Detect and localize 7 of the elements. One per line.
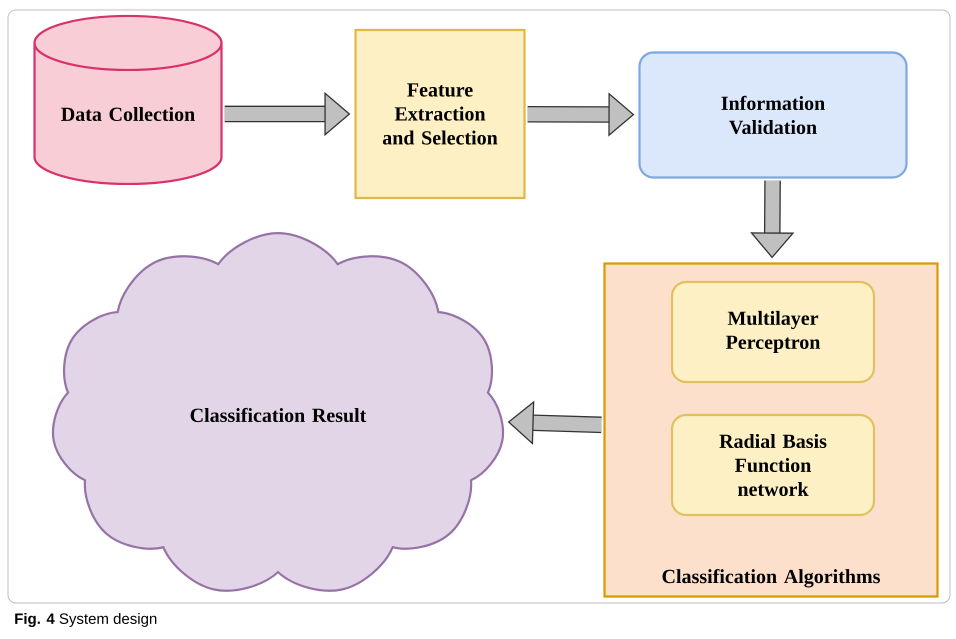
process-box: Feature Extraction and Selection <box>354 28 526 200</box>
process-box: Information Validation <box>638 51 908 179</box>
process-box: Multilayer Perceptron <box>670 280 876 384</box>
database-cylinder: Data Collection <box>33 14 223 186</box>
figure-caption: Fig. 4 System design <box>15 612 156 628</box>
result-cloud: Classification Result <box>52 232 504 592</box>
process-box: Radial Basis Function network <box>670 414 876 516</box>
